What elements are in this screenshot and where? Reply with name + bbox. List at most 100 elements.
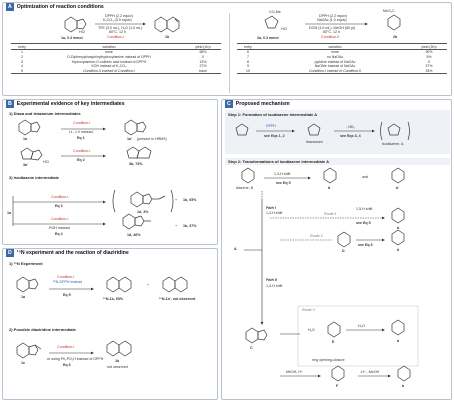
right-cond-1: DCM (3.0 mL), MeOH (60 µl) (309, 26, 356, 30)
panel-d-section-1: 1) ¹⁵N Experiment (9, 261, 43, 266)
right-sm-hcl: HCl (281, 27, 287, 31)
eq6-label: Eq 6 (63, 363, 71, 367)
path2-label: Path II (266, 278, 277, 282)
path1-sub: 1,3-H shift (266, 211, 283, 215)
eq6-product: 1b (115, 359, 120, 363)
h2o-label-2: H₂O (358, 324, 365, 328)
ring-label: ring opening-closure (312, 358, 345, 362)
b-label-e: b (397, 339, 400, 343)
eq6-sub: or using Ph₂PO₂H instead of DPPH (47, 357, 104, 361)
left-sm-hcl: HCl (79, 30, 85, 34)
d-label: D (342, 249, 345, 253)
nh3-label: - NH₃ (346, 125, 355, 129)
shift13-label: 1,3-H shift (274, 172, 291, 176)
eq3-product-2: 1b, 65% (183, 198, 197, 202)
left-reagent-2: K₂CO₃ (3.5 equiv) (103, 18, 132, 22)
left-sm-label: 1a, 0.3 mmol (61, 36, 83, 40)
eq3-product-1: 1d, 3% (137, 210, 149, 214)
c-label: C (250, 346, 253, 350)
see-eq6: see Eq 6 (358, 243, 373, 247)
route3-label: Route 3 (302, 308, 315, 312)
left-cond-1: TFE (3.0 mL), H₂O (1.0 mL) (98, 26, 143, 30)
th-yield: yield (2b)² (411, 42, 447, 51)
see-eq12: see Eqs 1, 2 (264, 134, 285, 138)
h2o-label: H₂O (308, 328, 315, 332)
panel-a-letter: A (6, 3, 14, 11)
route2-label: Route 2 (310, 234, 323, 238)
eq5-sm: 1a (21, 295, 25, 299)
eq5-plus: + (147, 283, 150, 287)
step1-band (225, 110, 450, 154)
eq4-label: Eq 4 (55, 232, 63, 236)
dpph-label: DPPH (266, 124, 276, 128)
eq5-product-1: ¹⁵N-1b, 65% (103, 297, 124, 301)
th-entry: entry (237, 42, 259, 51)
eq3-label: Eq 3 (55, 204, 63, 208)
panel-b-structures (12, 119, 174, 230)
route1-label: Route 1 (324, 212, 337, 216)
eq2-label: Eq 2 (77, 158, 85, 162)
scheme-1a-to-1b (64, 16, 180, 33)
eq2-hcl: HCl (43, 160, 49, 164)
right-cond-2: 60°C, 12 h (323, 30, 341, 34)
eq5-sub: ¹⁵N-DPPH instead (53, 280, 83, 284)
eq5-label: Eq 5 (63, 293, 71, 297)
see-eq34: see Eqs 3, 4 (340, 134, 361, 138)
eq2-cond: Condition-I (73, 149, 91, 153)
eq1-product: 1a' (127, 137, 132, 141)
isodiazene-sm: 1a (7, 211, 11, 215)
th-variation: variation (33, 42, 185, 51)
eq1-sub: r.t., 1 h instead (69, 130, 93, 134)
step-2-heading: Step 2: Transformations of isodiazene in… (228, 159, 329, 164)
eq5-product-2: ¹⁵N-1b', not observed (159, 297, 196, 301)
b-final-label: b (402, 384, 405, 388)
a-label: A (234, 247, 237, 251)
eq1-note: (present in HRMS) (137, 137, 167, 141)
panel-a-divider (229, 13, 230, 93)
and-label: and (362, 175, 368, 179)
left-condition-label: Condition-I (107, 35, 125, 39)
diazene-label: diazene, B (236, 186, 253, 190)
b-label-mid: b (397, 226, 400, 230)
meoh-label: MeOH, H⁺ (286, 370, 303, 374)
eq1-label: Eq 1 (77, 136, 85, 140)
eq4-cond: Condition-I (51, 217, 69, 221)
th-entry: entry (11, 42, 33, 51)
panel-b-section-1: 1) Diaza and triazanium intermediates (9, 111, 81, 116)
b-label-top: b (328, 186, 331, 190)
eq6-sm: 1e (21, 361, 25, 365)
left-product-label: 1b (165, 35, 170, 39)
right-product-label: 2b (393, 35, 398, 39)
panel-b-section-2: 2) Isodiazene intermediate (9, 175, 60, 180)
f-label: F (336, 384, 339, 388)
eq1-sm-label: 1a (23, 137, 27, 141)
panel-c-letter: C (225, 100, 233, 108)
panel-d-letter: D (6, 249, 14, 257)
see-eq5-mid: see Eq 5 (356, 221, 371, 225)
eq3-cond: Condition-I (51, 195, 69, 199)
th-variation: variation (259, 42, 411, 51)
th-yield: yield (1b)² (185, 42, 221, 51)
right-reagent-2: NaOAc (1.0 equiv) (317, 18, 347, 22)
panel-d-section-2: 2) Possible diaziridine intermediate (9, 327, 76, 332)
left-reagent-1: DPPH (2.2 equiv) (105, 14, 133, 18)
panel-b-letter: B (6, 100, 14, 108)
eq1-cond: Condition-I (73, 121, 91, 125)
b-label-d: b (397, 248, 400, 252)
see-eq5-top: see Eq 5 (276, 181, 291, 185)
